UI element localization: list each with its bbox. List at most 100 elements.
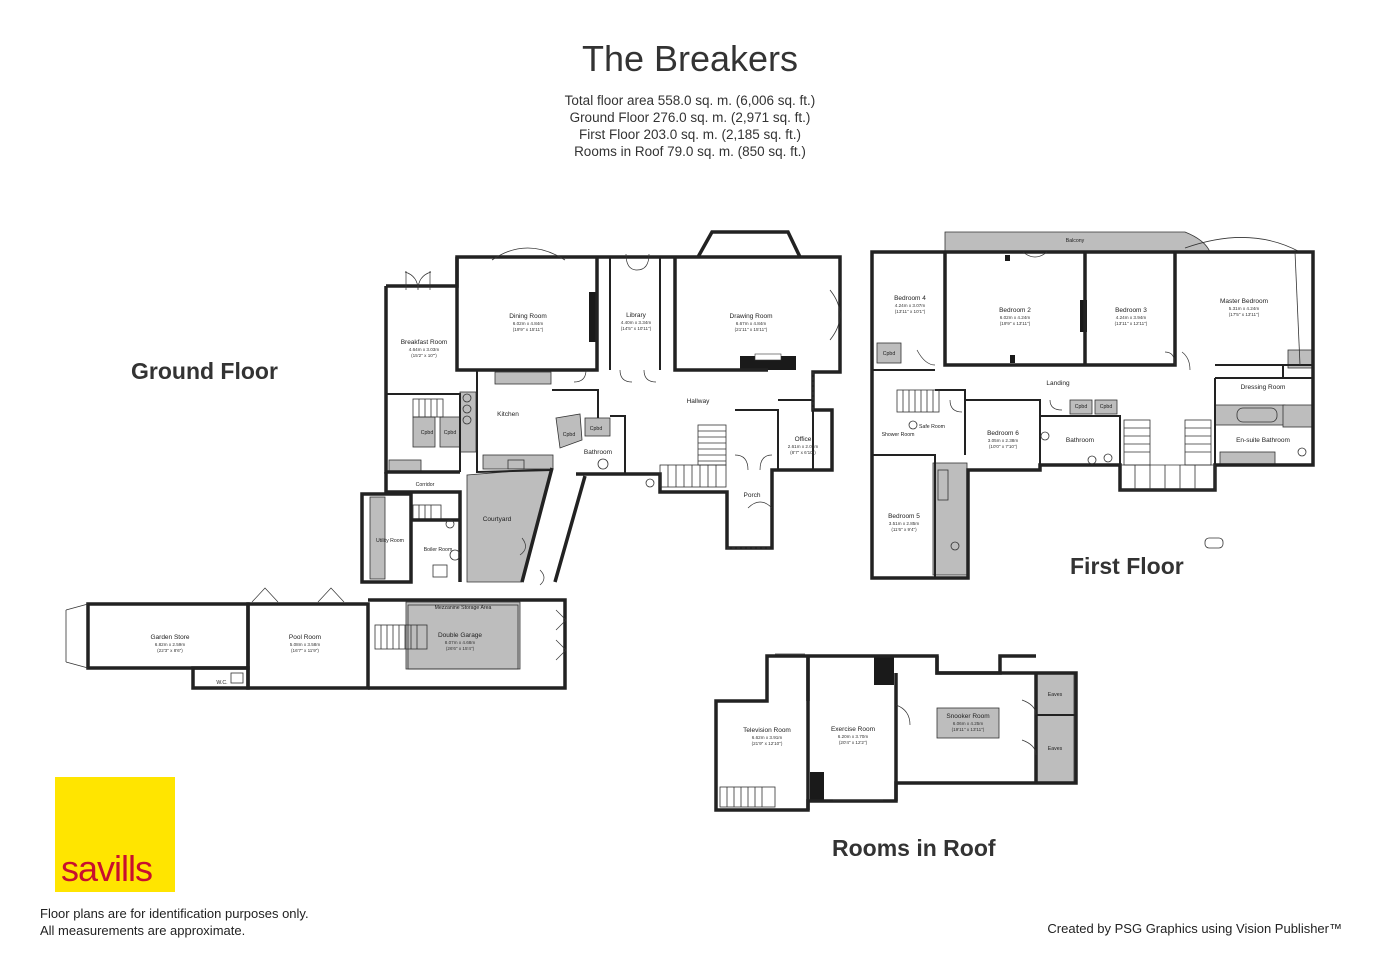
savills-logo: savills (55, 777, 175, 892)
office-dim-metric: 2.61m x 2.03m (788, 444, 819, 449)
drawing-room-dim-metric: 6.67m x 4.84m (736, 321, 767, 326)
exercise-room-dim-metric: 6.20m x 3.70m (838, 734, 869, 739)
landing-cupboard-1-label: Cpbd (1075, 404, 1088, 410)
ensuite-name: En-suite Bathroom (1236, 437, 1290, 444)
tv-room-dim-metric: 6.62m x 3.91m (752, 735, 783, 740)
tv-room-name: Television Room (743, 727, 791, 734)
first-floor-label: First Floor (1070, 553, 1184, 579)
first-bathroom-name: Bathroom (1066, 437, 1094, 444)
bedroom-2-dim-imperial: (19'9" x 13'11") (1000, 321, 1031, 326)
dining-room-dim-metric: 6.02m x 4.84m (513, 321, 544, 326)
bedroom-2-dim-metric: 6.02m x 4.24m (1000, 315, 1031, 320)
ground-bathroom-name: Bathroom (584, 449, 612, 456)
dining-room-dim-imperial: (19'9" x 15'11") (513, 327, 544, 332)
first-cupboard-label: Cpbd (883, 351, 896, 357)
dining-room-name: Dining Room (509, 313, 547, 320)
garden-store-dim-imperial: (22'3" x 8'6") (157, 648, 183, 653)
bedroom-3-name: Bedroom 3 (1115, 307, 1147, 314)
mezzanine-name: Mezzanine Storage Area (435, 605, 492, 611)
bedroom-3-dim-metric: 4.24m x 3.94m (1116, 315, 1147, 320)
breakfast-room-name: Breakfast Room (401, 339, 448, 346)
courtyard-name: Courtyard (483, 516, 512, 523)
disclaimer: Floor plans are for identification purpo… (40, 905, 309, 939)
bedroom-4-name: Bedroom 4 (894, 295, 926, 302)
wc-wall (191, 666, 250, 690)
first-floor-labels: Balcony Bedroom 4 4.24m x 3.07m (13'11" … (882, 238, 1290, 532)
boiler-room-name: Boiler Room (424, 547, 453, 553)
garage-dim-metric: 8.07m x 4.68m (445, 640, 476, 645)
garden-store-dim-metric: 6.82m x 2.59m (155, 642, 186, 647)
ensuite-vanity (1219, 451, 1276, 466)
kitchen-hob (459, 391, 477, 453)
landing-cupboard-2 (1094, 399, 1118, 415)
master-bedroom-dim-metric: 5.31m x 4.24m (1229, 306, 1260, 311)
garage-mezzanine (405, 601, 521, 670)
kitchen-name: Kitchen (497, 411, 519, 418)
office-dim-imperial: (8'7" x 6'10") (790, 450, 816, 455)
garage-name: Double Garage (438, 632, 482, 639)
ground-floor-labels: Breakfast Room 4.64m x 3.03m (15'2" x 10… (150, 312, 818, 686)
bedroom-3-dim-imperial: (13'11" x 12'11") (1115, 321, 1148, 326)
pool-room-dim-imperial: (16'7" x 11'9") (291, 648, 319, 653)
breakfast-room-dim-imperial: (15'2" x 10'") (411, 353, 437, 358)
drawing-fireplace (740, 356, 796, 370)
kitchen-unit (482, 454, 554, 470)
utility-room-name: Utility Room (376, 538, 404, 544)
garage-dim-imperial: (26'6" x 15'4") (446, 646, 475, 651)
garden-store-name: Garden Store (150, 634, 189, 641)
ensuite-unit-2 (1282, 404, 1314, 428)
roof-stairs (719, 786, 776, 808)
pool-room-name: Pool Room (289, 634, 321, 641)
bedroom-4-dim-imperial: (13'11" x 10'1") (895, 309, 926, 314)
first-stairs (896, 389, 1216, 491)
snooker-room-dim-metric: 6.06m x 4.25m (953, 721, 984, 726)
hallway-name: Hallway (687, 398, 711, 405)
roof-plan (714, 653, 1078, 812)
bedroom-5-name: Bedroom 5 (888, 513, 920, 520)
cupboard-1-label: Cpbd (421, 430, 434, 436)
tv-room-dim-imperial: (21'9" x 12'10") (752, 741, 783, 746)
ground-floor-plan (65, 230, 842, 690)
breakfast-room-dim-metric: 4.64m x 3.03m (409, 347, 440, 352)
master-bedroom-name: Master Bedroom (1220, 298, 1268, 305)
bedroom-6-dim-imperial: (10'0" x 7'10") (989, 444, 1018, 449)
library-dim-metric: 4.40m x 3.34m (621, 320, 652, 325)
balcony-name: Balcony (1066, 238, 1085, 244)
dining-fireplace (589, 292, 596, 342)
first-cupboard (876, 342, 902, 364)
courtyard-area (466, 467, 553, 583)
first-area: First Floor 203.0 sq. m. (2,185 sq. ft.) (578, 127, 802, 142)
roof-labels: Television Room 6.62m x 3.91m (21'9" x 1… (743, 692, 1062, 752)
kitchen-counter (494, 371, 552, 385)
snooker-table (936, 707, 1000, 739)
disclaimer-line-1: Floor plans are for identification purpo… (40, 906, 309, 921)
landing-cupboard-1 (1069, 399, 1093, 415)
library-dim-imperial: (14'5" x 10'11") (621, 326, 652, 331)
cupboard-3 (555, 413, 583, 449)
utility-units (369, 496, 386, 580)
ground-floor-label: Ground Floor (131, 358, 278, 384)
pool-room-dim-metric: 5.08m x 3.58m (290, 642, 321, 647)
wc-name: W.C. (216, 680, 227, 686)
drawing-room-dim-imperial: (21'11" x 15'11") (735, 327, 768, 332)
credit: Created by PSG Graphics using Vision Pub… (1047, 921, 1342, 936)
landing-name: Landing (1046, 380, 1070, 387)
floor-area-summary: Total floor area 558.0 sq. m. (6,006 sq.… (0, 92, 1380, 160)
bedroom-5-dim-imperial: (11'6" x 9'4") (891, 527, 917, 532)
cupboard-4-label: Cpbd (590, 426, 603, 432)
library-name: Library (626, 312, 647, 319)
cupboard-3-label: Cpbd (563, 432, 576, 438)
disclaimer-line-2: All measurements are approximate. (40, 923, 246, 938)
roof-chimney-1 (874, 657, 894, 685)
roof-area: Rooms in Roof 79.0 sq. m. (850 sq. ft.) (574, 144, 806, 159)
master-bedroom-dim-imperial: (17'5" x 13'11") (1229, 312, 1260, 317)
bedroom-6-dim-metric: 3.05m x 2.38m (988, 438, 1019, 443)
bed5-ensuite (932, 462, 968, 576)
exercise-room-dim-imperial: (20'4" x 12'2") (839, 740, 868, 745)
corridor-name: Corridor (416, 482, 435, 488)
shower-room-name: Shower Room (882, 432, 915, 438)
first-floor-plan (870, 231, 1315, 580)
breakfast-unit (388, 459, 422, 473)
dressing-room-name: Dressing Room (1241, 384, 1286, 391)
